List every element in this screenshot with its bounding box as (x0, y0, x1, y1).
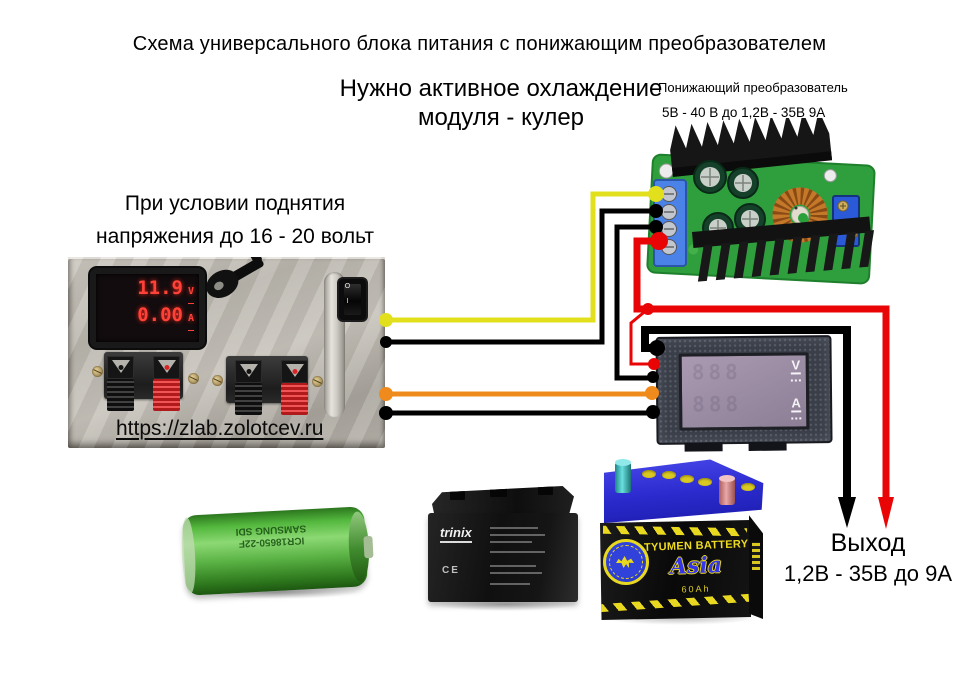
power-switch: O I (339, 279, 366, 320)
amp-symbol: A (791, 395, 802, 420)
sla-brand: trinix (440, 525, 472, 543)
condition-note: При условии поднятия напряжения до 16 - … (62, 187, 408, 253)
clip-lever (153, 356, 180, 379)
dc-mark-icon (791, 410, 802, 420)
psu-screw (312, 376, 323, 387)
car-battery-front: TYUMEN BATTERY Asia 60Ah (600, 520, 751, 620)
meter-current-row: 0.00 A (96, 304, 199, 331)
battery-18650: ICR18650-22F SAMSUNG SDI (180, 506, 374, 596)
terminal-clip-black-1 (107, 356, 134, 411)
wire-red-meter (629, 307, 653, 366)
wire-black-input-minus (386, 208, 655, 345)
clip-body (281, 383, 308, 415)
sla-ce-mark: CE (442, 565, 460, 576)
psu-unit: 11.9 V 0.00 A O I (68, 251, 385, 448)
meter-display-module: 888 888 V A (655, 335, 833, 452)
car-terminal-negative (615, 459, 631, 493)
condition-note-line1: При условии поднятия (124, 192, 346, 215)
psu-screw (212, 375, 223, 386)
key-icon (200, 251, 270, 315)
volt-symbol: V (790, 357, 801, 382)
wire-junction-dots (379, 186, 668, 420)
clip-lever (281, 360, 308, 383)
car-series: Asia (669, 552, 723, 580)
clip-lever (235, 360, 262, 383)
hazard-stripe (600, 593, 750, 613)
terminal-clip-black-2 (235, 360, 262, 415)
car-side-label (752, 542, 760, 570)
output-arrow-black (838, 497, 856, 528)
cooling-note: Нужно активное охлаждение модуля - кулер (301, 74, 701, 132)
terminal-clip-red-1 (153, 356, 180, 411)
car-capacity: 60Ah (681, 583, 711, 595)
converter-label: Понижающий преобразователь (658, 80, 848, 95)
clip-body (107, 379, 134, 411)
clip-body (153, 379, 180, 411)
output-arrow-red (878, 497, 894, 529)
converter-spec: 5В - 40 В до 1,2В - 35В 9А (662, 105, 826, 120)
cooling-note-line1: Нужно активное охлаждение (339, 75, 663, 102)
ghost-digits: 888 (691, 360, 742, 385)
psu-screw (188, 373, 199, 384)
battery-lead-acid: trinix CE (428, 486, 578, 604)
switch-off-label: O (344, 283, 351, 290)
cell-body (182, 506, 368, 596)
display-mount-tab (684, 442, 723, 452)
switch-on-label: I (346, 298, 349, 305)
meter-voltage-value: 11.9 (137, 277, 183, 299)
cooling-note-line2: модуля - кулер (417, 104, 585, 131)
clip-lever (107, 356, 134, 379)
lcd-screen: 888 888 V A (678, 352, 810, 431)
amp-unit-icon: A (187, 308, 194, 331)
cell-positive-nub (363, 535, 374, 559)
car-terminal-positive (719, 475, 735, 505)
wire-yellow-input-plus (386, 191, 655, 323)
car-battery-side (749, 515, 763, 619)
display-mount-tab (748, 441, 787, 451)
psu-url-link: https://zlab.zolotcev.ru (116, 417, 324, 440)
volt-unit-icon: V (187, 281, 194, 304)
input-terminal-block (653, 179, 687, 267)
output-label: Выход (830, 529, 906, 557)
dc-mark-icon (790, 372, 801, 382)
buck-converter-module (646, 118, 876, 285)
power-switch-rocker (344, 284, 361, 315)
condition-note-line2: напряжения до 16 - 20 вольт (95, 225, 374, 248)
terminal-clip-red-2 (281, 360, 308, 415)
output-spec: 1,2В - 35В до 9А (783, 561, 953, 586)
battery-car: TYUMEN BATTERY Asia 60Ah (597, 452, 765, 620)
psu-screw (92, 366, 103, 377)
meter-current-value: 0.00 (137, 304, 183, 326)
brand-logo-icon (603, 539, 649, 585)
hazard-stripe (602, 525, 748, 537)
sla-front-face: trinix CE (428, 513, 578, 602)
panel-meter: 11.9 V 0.00 A (90, 268, 205, 348)
meter-voltage-row: 11.9 V (96, 277, 199, 304)
page-title: Схема универсального блока питания с пон… (132, 33, 827, 55)
clip-body (235, 383, 262, 415)
ghost-digits: 888 (692, 392, 743, 417)
